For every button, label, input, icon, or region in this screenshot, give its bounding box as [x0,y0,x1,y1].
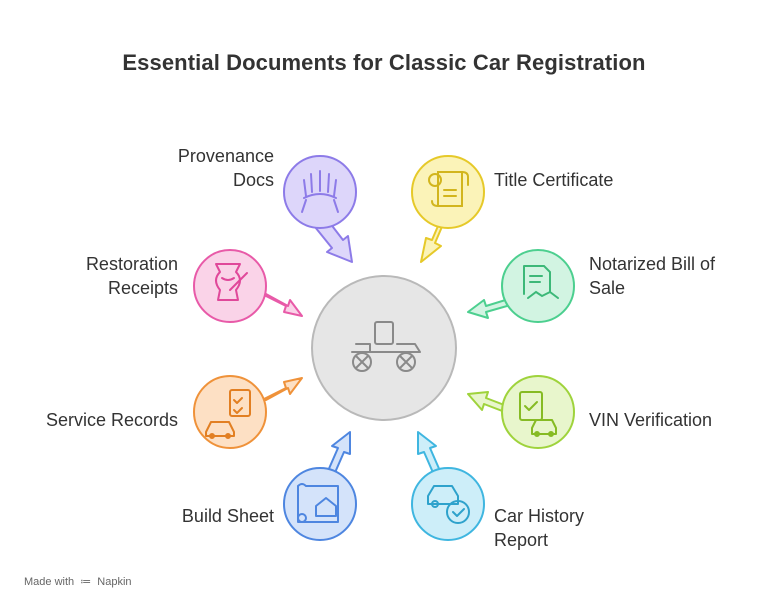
node-car-history [411,431,485,541]
label-line: Service Records [45,410,178,430]
label-restoration-receipts: Restoration Receipts [30,252,178,300]
node-build-sheet [283,431,357,541]
node-provenance-docs [283,155,357,263]
label-line: Sale [589,278,626,298]
node-vin-verification [467,375,575,449]
label-build-sheet: Build Sheet [110,504,274,528]
node-restoration-receipts [193,249,303,323]
blueprint-house-icon [297,483,339,523]
napkin-logo-icon: ≔ [80,576,92,588]
label-line: VIN Verification [589,410,713,430]
label-provenance-docs: Provenance Docs [150,144,274,192]
car-check-icon [427,485,470,524]
label-car-history: Car History Report [494,504,674,552]
car-clipboard-icon [205,389,251,439]
diagram-title: Essential Documents for Classic Car Regi… [122,50,646,75]
node-notarized-bill [467,249,575,323]
label-line: Provenance [177,146,274,166]
label-line: Receipts [107,278,178,298]
node-title-certificate [411,155,485,263]
vintage-car-icon [351,321,421,372]
label-line: Docs [232,170,274,190]
label-line: Title Certificate [494,170,614,190]
label-title-certificate: Title Certificate [494,168,674,192]
vase-brush-icon [215,263,248,301]
label-line: Report [494,530,549,550]
label-service-records: Service Records [10,408,178,432]
footer-prefix: Made with [24,576,75,588]
center-node [311,275,457,421]
label-line: Notarized Bill of [589,254,716,274]
label-line: Build Sheet [181,506,274,526]
node-service-records [193,375,303,449]
headdress-icon [301,170,339,213]
car-checklist-icon [519,391,557,437]
scroll-certificate-icon [428,171,469,207]
label-notarized-bill: Notarized Bill of Sale [589,252,759,300]
footer-credit: Made with ≔ Napkin [24,575,132,588]
footer-brand: Napkin [97,576,132,588]
label-line: Restoration [85,254,178,274]
label-vin-verification: VIN Verification [589,408,759,432]
handshake-document-icon [523,265,559,299]
label-line: Car History [494,506,585,526]
